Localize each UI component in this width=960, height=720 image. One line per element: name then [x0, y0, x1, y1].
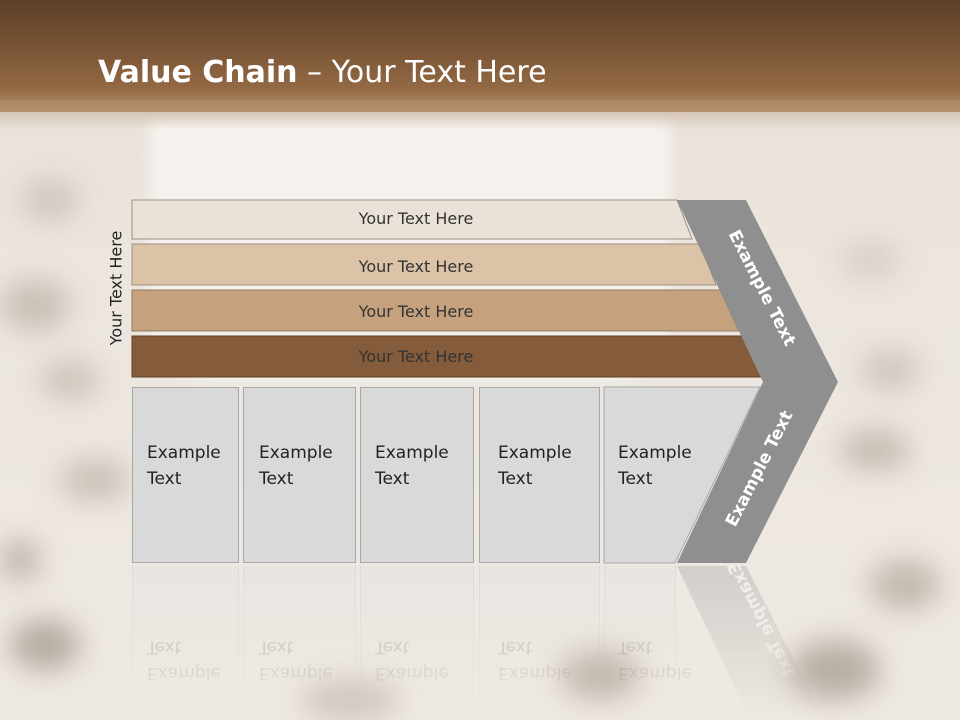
- column-text-1-line2: Text: [147, 469, 182, 489]
- column-text-5-line1: Example: [618, 443, 692, 463]
- reflection-text-3-line1: Example: [375, 663, 449, 683]
- column-box-4: [479, 387, 600, 563]
- reflection-column-5: [604, 566, 676, 720]
- column-text-3-line2: Text: [375, 469, 410, 489]
- column-text-1-line1: Example: [147, 443, 221, 463]
- reflection-column-4: [479, 566, 600, 720]
- slide-title-bold: Value Chain: [98, 55, 298, 90]
- reflection-text-4-line2: Text: [498, 637, 533, 657]
- slide-title-rest: – Your Text Here: [297, 55, 547, 90]
- slide-title: Value Chain – Your Text Here: [98, 52, 547, 94]
- column-text-4-line1: Example: [498, 443, 572, 463]
- column-text-2-line1: Example: [259, 443, 333, 463]
- chevron-arrow: [677, 200, 838, 563]
- stripe-bar-1: [131, 199, 693, 240]
- reflection-text-1-line1: Example: [147, 663, 221, 683]
- reflection-text-2-line2: Text: [259, 637, 294, 657]
- stripe-label-1: Your Text Here: [358, 209, 474, 228]
- reflection-text-3: Example Text: [375, 634, 449, 686]
- column-text-5-line2: Text: [618, 469, 653, 489]
- last-column-box: [603, 386, 761, 564]
- reflection-column-3: [360, 566, 474, 720]
- reflection-chevron: [677, 566, 825, 720]
- reflection-text-5-line1: Example: [618, 663, 692, 683]
- stripe-bar-2: [131, 243, 717, 286]
- reflection-text-5: Example Text: [618, 634, 692, 686]
- stripe-label-3: Your Text Here: [358, 302, 474, 321]
- reflection: Example Text Example Text Example Text Exam…: [0, 566, 960, 720]
- reflection-text-3-line2: Text: [375, 637, 410, 657]
- reflection-text-2: Example Text: [259, 634, 333, 686]
- title-bar-fade: [0, 100, 960, 130]
- title-bar: [0, 0, 960, 112]
- stripe-label-2: Your Text Here: [358, 257, 474, 276]
- column-text-4-line2: Text: [498, 469, 533, 489]
- reflection-text-4-line1: Example: [498, 663, 572, 683]
- reflection-column-1: [132, 566, 239, 720]
- reflection-text-4: Example Text: [498, 634, 572, 686]
- column-box-2: [243, 387, 356, 563]
- side-label: Your Text Here: [106, 230, 126, 346]
- reflection-text-2-line1: Example: [259, 663, 333, 683]
- column-box-1: [132, 387, 239, 563]
- reflection-column-2: [243, 566, 356, 720]
- column-text-3-line1: Example: [375, 443, 449, 463]
- reflection-text-5-line2: Text: [618, 637, 653, 657]
- column-text-2-line2: Text: [259, 469, 294, 489]
- column-box-3: [360, 387, 474, 563]
- stripe-label-4: Your Text Here: [358, 347, 474, 366]
- reflection-text-1: Example Text: [147, 634, 221, 686]
- reflection-text-1-line2: Text: [147, 637, 182, 657]
